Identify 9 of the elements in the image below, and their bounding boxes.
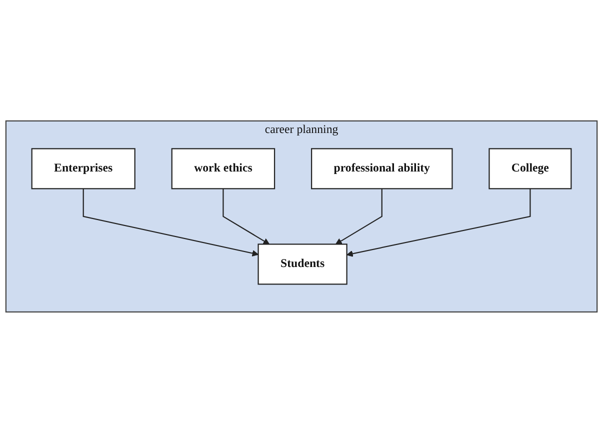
node-box: Enterprises (31, 148, 136, 189)
arrow (335, 188, 382, 244)
node-box: Students (258, 243, 348, 284)
arrow (222, 188, 270, 244)
node-box: work ethics (171, 148, 276, 189)
node-box: professional ability (311, 148, 453, 189)
arrow (82, 188, 259, 256)
node-box: College (488, 148, 572, 189)
arrow (346, 188, 531, 256)
